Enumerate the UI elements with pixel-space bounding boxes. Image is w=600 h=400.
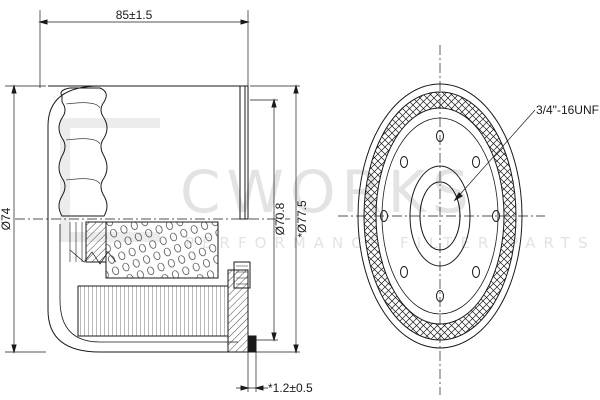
can-dome-lower (47, 219, 240, 353)
outer-gasket-ellipse (357, 83, 523, 349)
inlet-holes (380, 130, 500, 302)
gasket-inner-diameter-label: Ø70.8 (273, 202, 287, 235)
base-plate-ellipse (381, 117, 499, 315)
watermark-tagline: PERFORMANCE FILTER PARTS (185, 234, 595, 252)
side-section-view (5, 10, 300, 392)
thread-leader-line (454, 109, 536, 201)
end-view (338, 45, 545, 395)
gasket-outer-diameter-label: *Ø77.5 (295, 200, 309, 238)
threaded-boss (233, 261, 251, 289)
thread-spec-label: 3/4"-16UNF (536, 103, 599, 117)
watermark: CWORKS PERFORMANCE FILTER PARTS (60, 118, 595, 252)
thread-bore (419, 181, 461, 251)
relief-spring (69, 249, 117, 265)
end-cap-lower (77, 285, 229, 337)
base-plate-upper (239, 85, 249, 220)
body-diameter-label: Ø74 (0, 207, 13, 230)
pleat-lobes-upper (58, 87, 108, 217)
watermark-brand: CWORKS (180, 158, 475, 226)
center-boss-outer (409, 165, 471, 267)
center-tube-perforated (105, 221, 219, 279)
base-plate-lower (227, 269, 249, 353)
gasket-section (247, 335, 257, 353)
gasket-thickness-label: *1.2±0.5 (268, 381, 313, 395)
length-dimension-label: 85±1.5 (116, 8, 153, 22)
